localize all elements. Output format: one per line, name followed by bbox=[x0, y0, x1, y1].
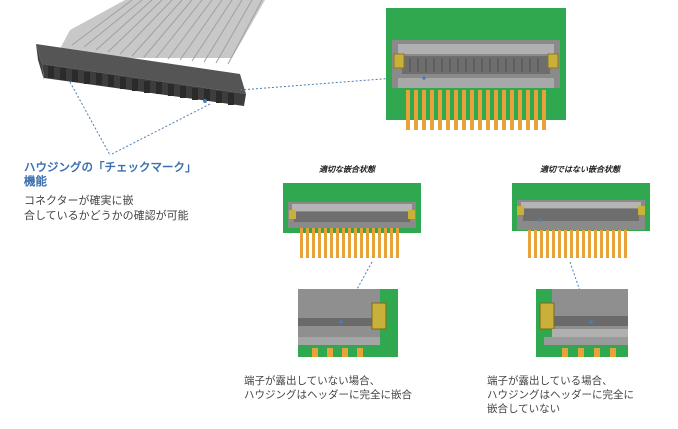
improper-caption-line3: 嵌合していない bbox=[487, 403, 561, 415]
cable-connector-housing bbox=[36, 44, 246, 106]
feature-desc-line1: コネクターが確実に嵌 bbox=[24, 194, 134, 207]
cable-wires bbox=[55, 0, 265, 65]
leader-lines-cable bbox=[69, 77, 396, 156]
proper-caption-line1: 端子が露出していない場合、 bbox=[244, 375, 381, 387]
feature-title: ハウジングの「チェックマーク」 機能 bbox=[24, 160, 224, 188]
proper-caption-line2: ハウジングはヘッダーに完全に嵌合 bbox=[244, 389, 412, 401]
feature-title-line2: 機能 bbox=[24, 174, 47, 188]
improper-caption-line2: ハウジングはヘッダーに完全に bbox=[487, 389, 634, 401]
proper-mating-label: 適切な嵌合状態 bbox=[319, 165, 375, 174]
marker-dot bbox=[203, 99, 207, 103]
feature-description: コネクターが確実に嵌 合しているかどうかの確認が可能 bbox=[24, 193, 224, 223]
improper-mating-label: 適切ではない嵌合状態 bbox=[540, 165, 620, 174]
feature-desc-line2: 合しているかどうかの確認が可能 bbox=[24, 209, 189, 222]
feature-title-line1: ハウジングの「チェックマーク」 bbox=[24, 160, 197, 174]
proper-mating-caption: 端子が露出していない場合、 ハウジングはヘッダーに完全に嵌合 bbox=[244, 374, 464, 402]
improper-caption-line1: 端子が露出している場合、 bbox=[487, 375, 613, 387]
improper-mating-caption: 端子が露出している場合、 ハウジングはヘッダーに完全に 嵌合していない bbox=[487, 374, 678, 416]
